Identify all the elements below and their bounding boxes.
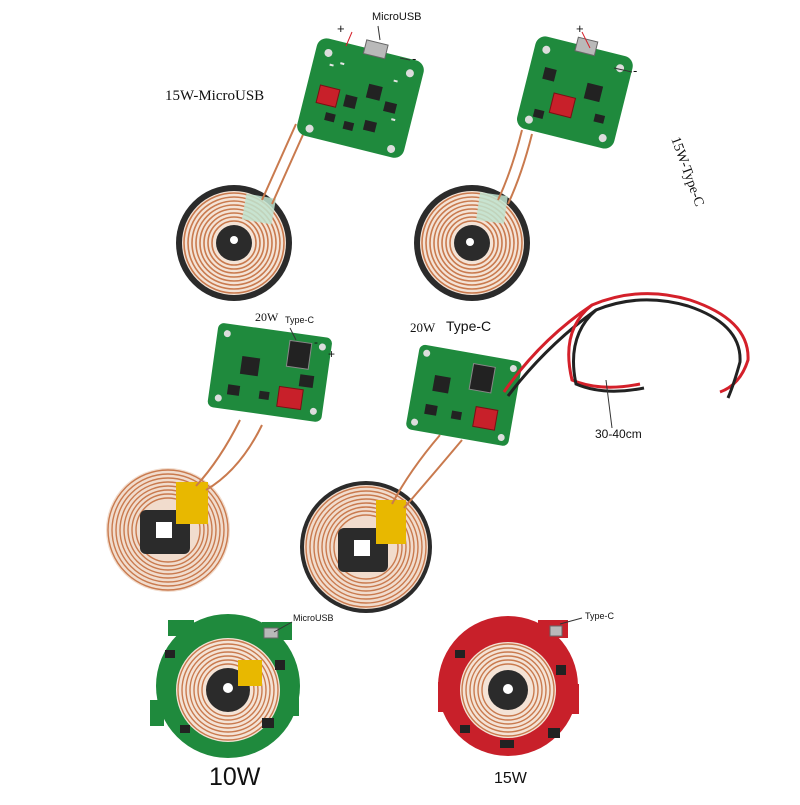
coil-round-black-base: [176, 185, 292, 301]
power-label: 20W: [410, 320, 436, 335]
port-label: MicroUSB: [372, 11, 422, 23]
plus-label: +: [328, 347, 336, 361]
module-15w-round-red: [438, 616, 583, 756]
port-label: Type-C: [585, 611, 615, 621]
cable-length-label: 30-40cm: [595, 427, 642, 441]
pcb-green-board: [516, 36, 633, 149]
module-20w-type-c-left: [106, 323, 332, 592]
coil-square-center-black-base: [300, 481, 432, 613]
power-label-large: 15W: [494, 770, 527, 787]
pcb-green-board: [406, 344, 522, 446]
minus-label: -: [314, 335, 318, 349]
port-label: MicroUSB: [293, 613, 334, 623]
red-black-cable: [502, 292, 750, 399]
minus-label: -: [633, 63, 638, 78]
module-10w-round-green: [150, 614, 300, 758]
model-label: 15W-MicroUSB: [165, 88, 265, 104]
coil-square-center: [106, 468, 230, 592]
module-20w-type-c-right: [300, 292, 750, 613]
port-label: Type-C: [285, 315, 315, 325]
minus-label: -: [412, 51, 417, 66]
power-label-large: 10W: [209, 763, 261, 791]
module-15w-microusb: [176, 25, 424, 301]
module-15w-type-c: [414, 31, 633, 301]
plus-label: +: [337, 21, 345, 36]
plus-label: +: [576, 21, 584, 36]
power-label: 20W: [255, 310, 279, 324]
coil-round-black-base: [414, 185, 530, 301]
port-label: Type-C: [446, 318, 492, 334]
pcb-green-board: [297, 38, 424, 158]
pcb-green-board: [207, 323, 332, 422]
